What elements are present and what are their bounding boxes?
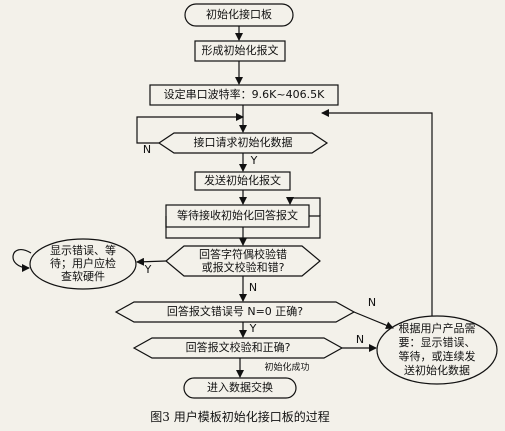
request-decision-shape <box>157 132 329 154</box>
set-baud-step: 设定串口波特率：9.6K~406.5K <box>163 88 325 102</box>
label-n-error-no: N <box>367 296 377 310</box>
parity-decision-line1: 回答字符偶校验错 <box>199 247 287 261</box>
parity-decision-shape <box>165 245 321 277</box>
right-terminal-line1: 根据用户产品需 <box>398 321 476 335</box>
figure-caption: 图3 用户模板初始化接口板的过程 <box>150 409 330 424</box>
start-terminal: 初始化接口板 <box>206 8 272 22</box>
right-terminal-shape <box>376 315 498 385</box>
left-terminal-line2: 待；用户应检 <box>50 256 116 270</box>
form-message-step: 形成初始化报文 <box>201 44 279 58</box>
label-y-error-no: Y <box>249 322 257 336</box>
error-no-decision: 回答报文错误号 N=0 正确? <box>166 305 304 319</box>
label-n-parity: N <box>248 281 258 295</box>
left-terminal-shape <box>29 238 137 290</box>
right-terminal-line2: 要：显示错误、 <box>398 335 476 349</box>
success-label: 初始化成功 <box>264 363 310 374</box>
left-terminal-line3: 查软硬件 <box>61 269 105 283</box>
parity-decision-line2: 或报文校验和错? <box>201 260 285 274</box>
right-terminal-line4: 送初始化数据 <box>404 363 470 377</box>
label-n-request: N <box>142 143 152 157</box>
form-message-box <box>194 40 286 62</box>
set-baud-box <box>149 84 339 106</box>
end-terminal: 进入数据交换 <box>207 381 273 395</box>
label-y-request: Y <box>250 154 258 168</box>
wait-step: 等待接收初始化回答报文 <box>177 209 298 223</box>
label-y-parity: Y <box>144 263 152 277</box>
left-terminal-line1: 显示错误、等 <box>50 243 116 257</box>
send-step: 发送初始化报文 <box>204 174 281 188</box>
checksum-decision: 回答报文校验和正确? <box>185 341 291 355</box>
end-terminal-shape <box>183 377 297 399</box>
request-decision: 接口请求初始化数据 <box>193 136 293 150</box>
right-terminal-line3: 等待，或连续发 <box>398 349 476 363</box>
label-n-checksum: N <box>355 333 365 347</box>
